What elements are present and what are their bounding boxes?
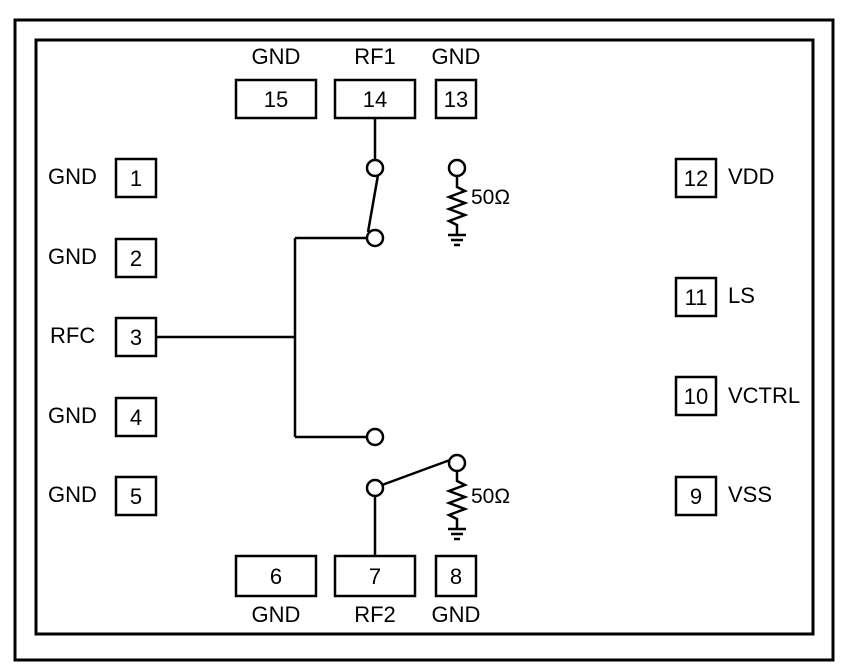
pin-3: 3 RFC [50,316,158,358]
pin-10: 10 VCTRL [674,375,800,417]
pin-8: 8 GND [432,554,481,627]
rf1-switch-blade [366,174,380,233]
pin-number: 1 [130,166,142,191]
pin-label: VDD [728,164,774,189]
pin-12: 12 VDD [674,157,774,199]
pin-label: RF1 [354,44,396,69]
pin-label: VSS [728,482,772,507]
rf2-pole-node [365,478,385,498]
pin-number: 4 [130,405,142,430]
pin-box [114,157,158,199]
pin-box [114,475,158,517]
left-pins: 1 GND 2 GND 3 RFC 4 GND 5 GND [48,157,158,517]
pin-box [674,475,718,517]
pin-number: 7 [369,564,381,589]
rf1-throw-node [365,228,385,248]
pin-7: 7 RF2 [333,554,417,627]
termination-node [447,453,467,473]
pin-14: 14 RF1 [333,44,417,120]
pin-label: VCTRL [728,383,800,408]
pin-box [234,78,318,120]
pin-1: 1 GND [48,157,158,199]
pin-box [434,554,478,598]
termination-2: 50Ω [445,453,510,541]
pin-15: 15 GND [234,44,318,120]
pin-label: GND [432,602,481,627]
termination-node [447,158,467,178]
pin-9: 9 VSS [674,475,772,517]
pin-6: 6 GND [234,554,318,627]
pin-box [674,375,718,417]
top-pins: 13 GND 14 RF1 15 GND [234,44,481,120]
pin-number: 11 [685,285,708,310]
pin-number: 2 [130,246,142,271]
pin-box [674,276,718,318]
pin-number: 15 [264,87,288,112]
pin-label: GND [48,164,97,189]
pin-number: 10 [684,384,708,409]
resistor-label: 50Ω [471,186,510,209]
pin-number: 14 [363,87,387,112]
pin-box [114,396,158,438]
ground-icon [448,233,466,247]
pin-label: RF2 [354,602,396,627]
pin-5: 5 GND [48,475,158,517]
pin-box [674,157,718,199]
pin-number: 8 [450,564,462,589]
pin-label: LS [728,283,755,308]
pin-number: 3 [130,325,142,350]
pin-number: 9 [690,484,702,509]
rf2-switch-blade [381,458,451,487]
rf1-pole-node [365,158,385,178]
pin-label: GND [48,403,97,428]
outer-package-outline [13,18,835,662]
pin-11: 11 LS [674,276,755,318]
resistor-icon [445,176,469,234]
switch-contacts [365,158,385,498]
pin-13: 13 GND [432,44,481,120]
resistor-label: 50Ω [471,485,510,508]
inner-die-outline [34,38,815,636]
pin-number: 5 [130,484,142,509]
pin-label: GND [48,482,97,507]
bottom-pins: 6 GND 7 RF2 8 GND [234,554,481,627]
ground-icon [448,527,466,541]
pin-box [434,78,478,120]
pin-label: GND [432,44,481,69]
switch-wiring [156,118,451,556]
pin-box [333,554,417,598]
pin-number: 13 [444,87,468,112]
pin-2: 2 GND [48,237,158,279]
pin-label: GND [252,44,301,69]
pin-label: GND [252,602,301,627]
pin-label: GND [48,244,97,269]
resistor-icon [445,471,469,528]
pin-label: RFC [50,323,95,348]
pin-box [234,554,318,598]
pin-box [114,237,158,279]
termination-1: 50Ω [445,158,510,247]
pin-4: 4 GND [48,396,158,438]
pin-number: 6 [270,564,282,589]
pin-number: 12 [684,166,708,191]
rf2-throw-node [365,427,385,447]
right-pins: 9 VSS 10 VCTRL 11 LS 12 VDD [674,157,800,517]
pin-box [114,316,158,358]
pin-box [333,78,417,120]
